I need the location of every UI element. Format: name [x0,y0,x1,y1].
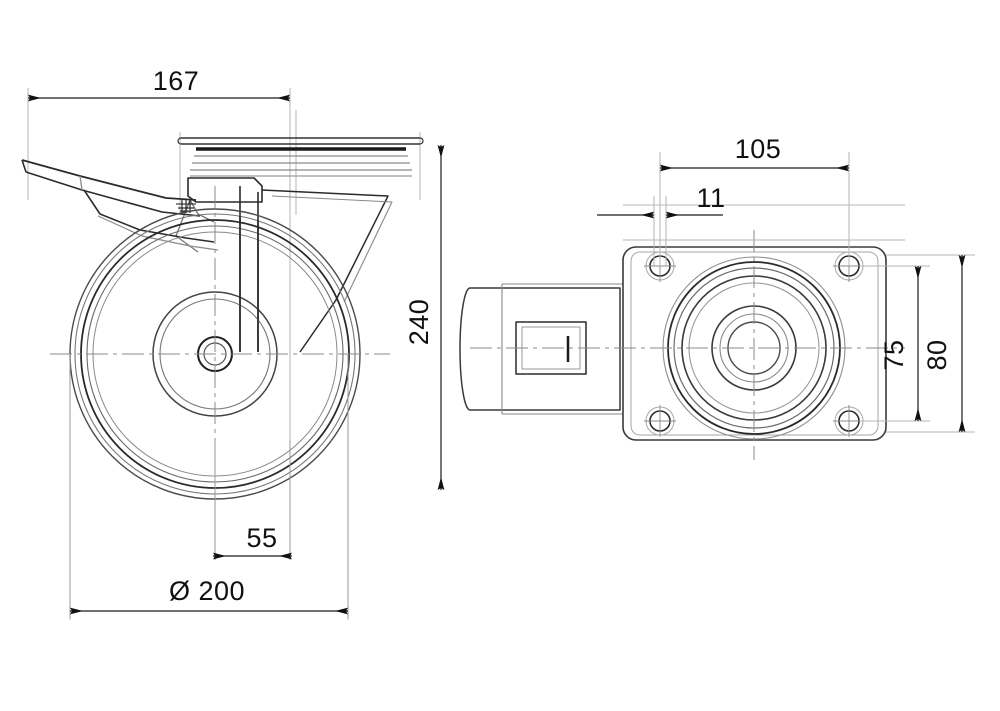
side-swivel-fork [175,177,393,353]
dimension-label-167: 167 [153,66,200,96]
side-top-plate [177,137,424,177]
dimension-lines [28,94,966,615]
side-tread-lines [69,354,349,618]
front-centerlines [470,230,905,460]
dimension-label-80: 80 [922,339,952,370]
side-view-group [21,88,424,620]
front-brake-housing [459,283,629,415]
dimension-label-55: 55 [246,523,277,553]
dimension-label-105: 105 [735,134,782,164]
dimension-labels: 167 240 55 Ø 200 105 11 75 80 [153,66,952,606]
dimension-label-240: 240 [404,299,434,346]
dimension-label-75: 75 [879,339,909,370]
front-view-group [459,152,975,460]
dimension-label-11: 11 [696,183,725,213]
side-fork-legs [239,216,259,352]
side-centerlines [50,186,390,530]
dimension-label-wheel-diameter: Ø 200 [169,576,245,606]
